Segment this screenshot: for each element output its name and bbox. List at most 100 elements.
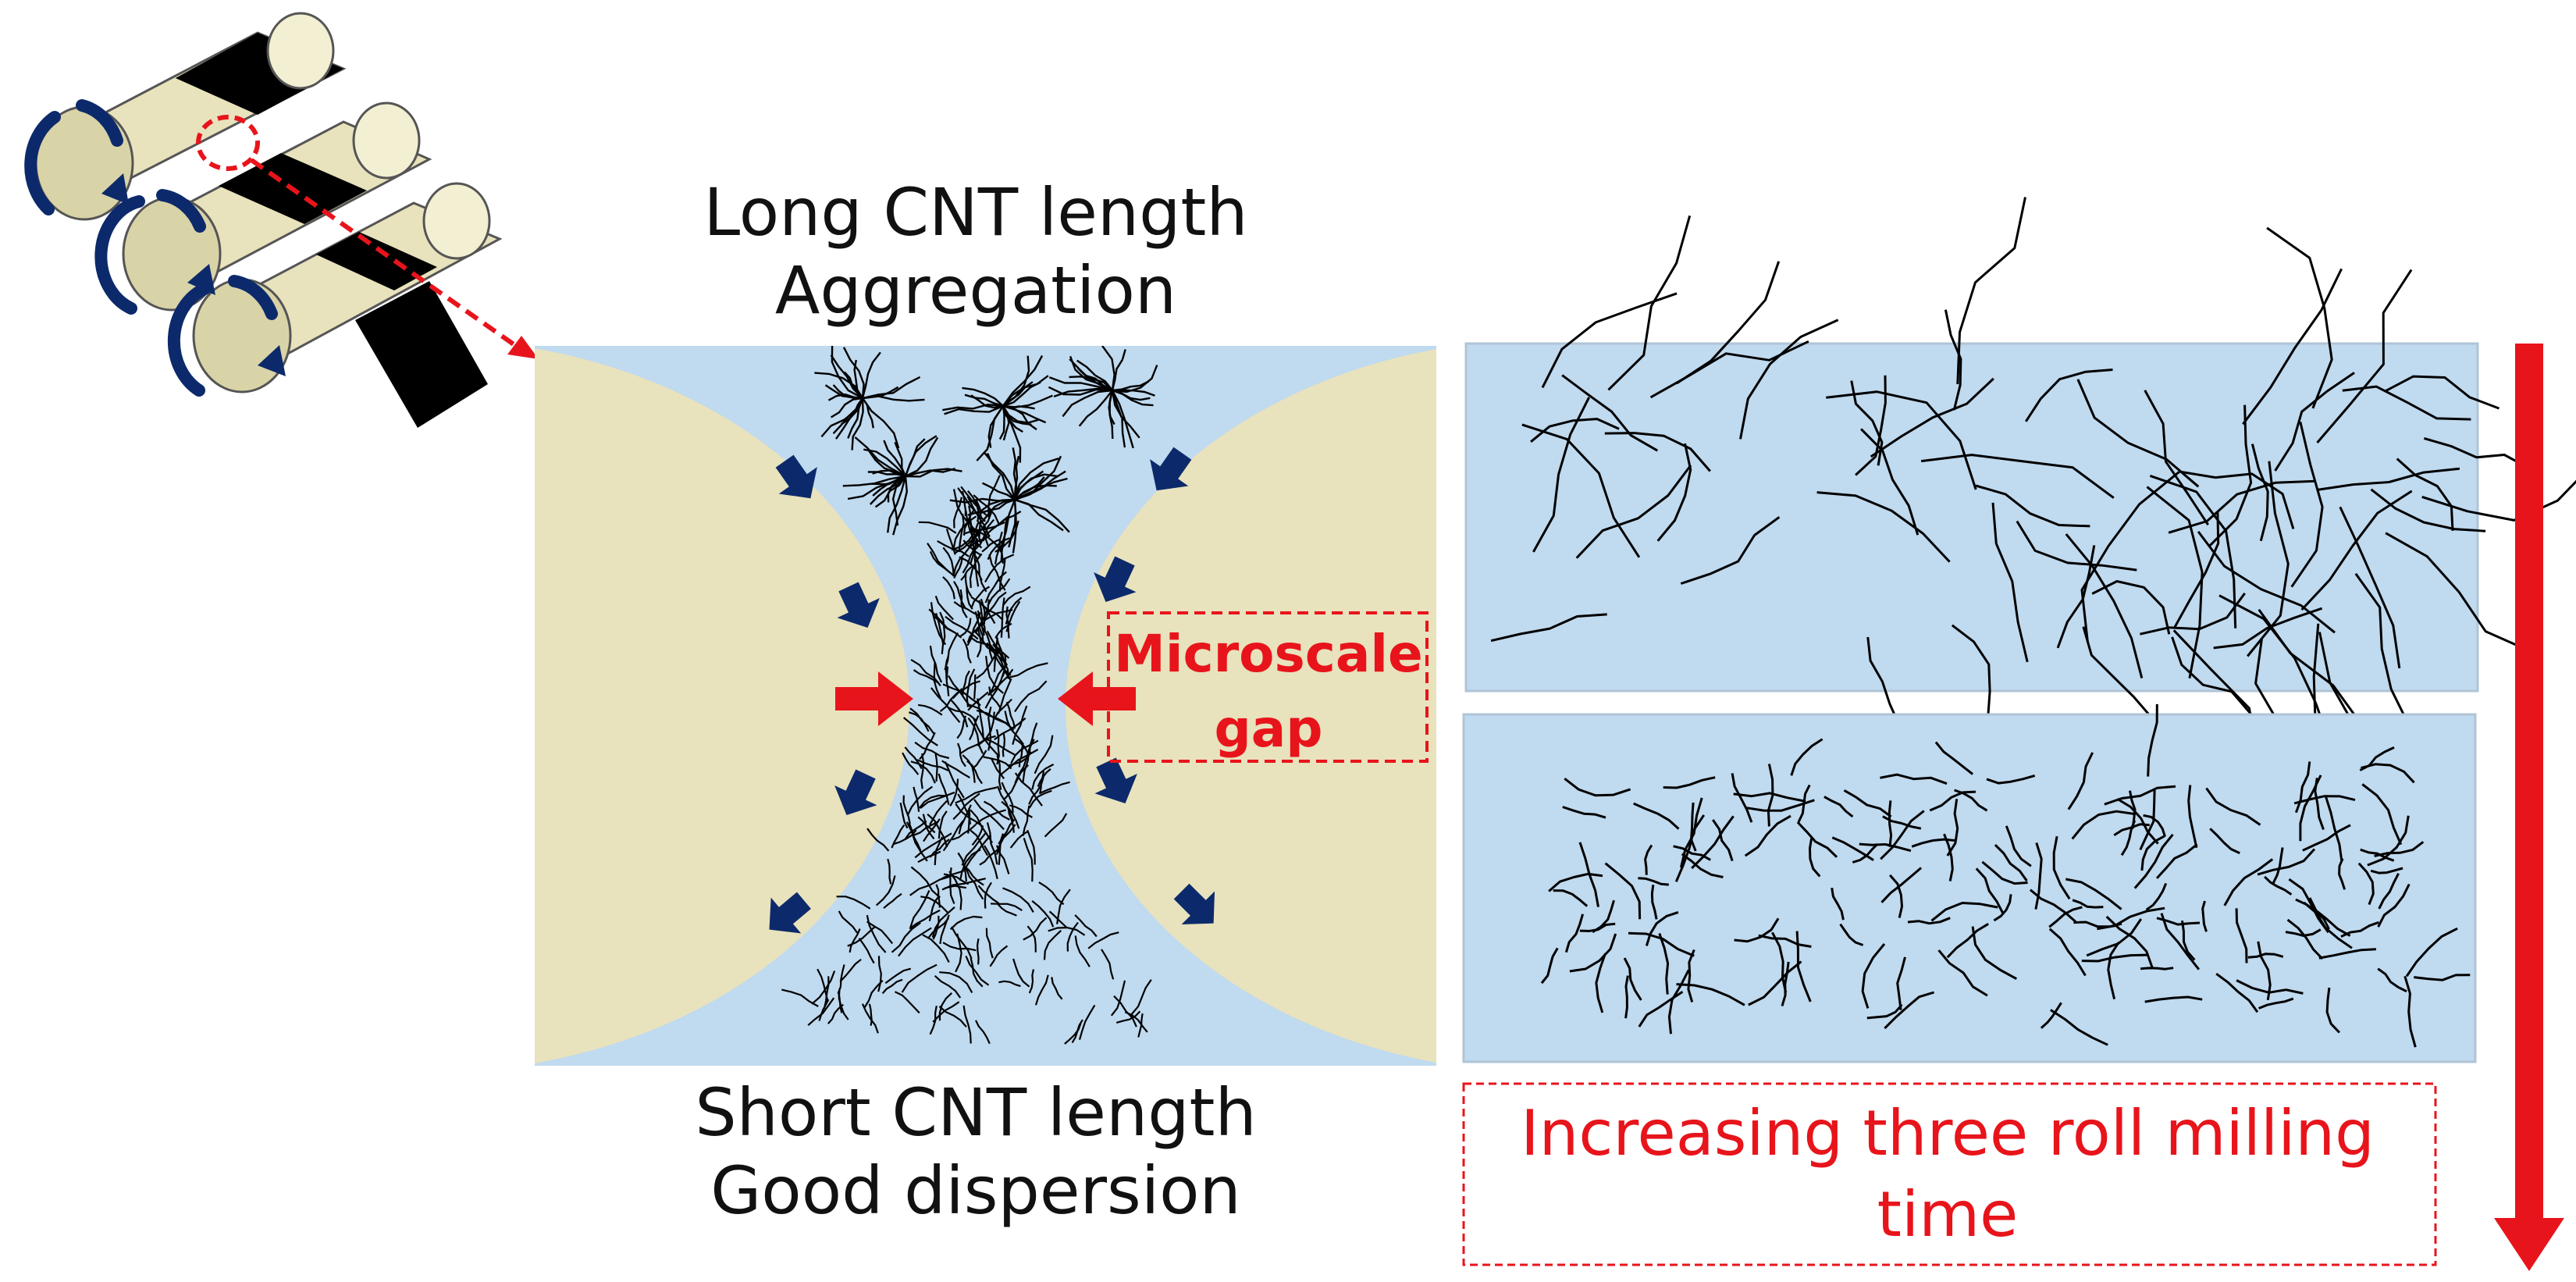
cnt-fragment: [965, 955, 990, 986]
cnt-fragment: [1043, 929, 1062, 960]
cnt-fragment: [942, 576, 955, 600]
cnt-aggregate: [1078, 390, 1113, 427]
cnt-fragment: [1007, 807, 1015, 833]
cnt-aggregate: [862, 397, 900, 449]
short-cnt: [1548, 872, 1603, 892]
cnt-fragment: [977, 711, 995, 747]
short-cnt: [1676, 983, 1745, 1006]
cnt-aggregate: [841, 397, 863, 426]
long-cnt: [1541, 292, 1678, 389]
cnt-aggregate: [1002, 405, 1022, 463]
zoom-leader-arrowhead: [507, 336, 539, 359]
long-cnt: [1816, 491, 1951, 563]
cnt-fragment: [962, 540, 981, 556]
cnt-fragment: [1038, 881, 1065, 906]
short-cnt: [1633, 802, 1680, 830]
cnt-fragment: [910, 658, 941, 687]
cnt-fragment: [1034, 974, 1049, 1006]
three-roll-mill: [24, 12, 539, 428]
long-cnt: [2274, 372, 2355, 472]
cnt-fragment: [959, 589, 968, 618]
flow-arrow-icon: [1173, 883, 1215, 925]
cnt-fragment: [997, 903, 1017, 917]
cnt-fragment: [1078, 1004, 1096, 1041]
long-cnt: [1975, 484, 2090, 528]
short-cnt: [2361, 783, 2403, 846]
cnt-fragment: [1130, 979, 1152, 1015]
left-roll-section: [535, 348, 909, 1063]
cnt-fragment: [981, 626, 994, 661]
cnt-fragment: [952, 792, 980, 821]
cnt-fragment: [962, 754, 976, 783]
cnt-fragment: [952, 545, 971, 576]
cnt-fragment: [986, 822, 998, 865]
short-cnt: [1930, 902, 1998, 922]
short-cnt: [2065, 878, 2122, 910]
cnt-aggregate: [980, 498, 1016, 514]
short-cnt: [1562, 806, 1606, 819]
cnt-fragment: [863, 980, 884, 1009]
short-cnt: [1888, 874, 1903, 918]
long-cnt: [1860, 428, 1920, 536]
cnt-aggregate: [869, 475, 906, 505]
short-cnt: [2370, 867, 2403, 874]
short-cnt: [1907, 917, 1951, 925]
short-cnt: [1604, 862, 1642, 920]
short-cnt: [2129, 790, 2137, 829]
cnt-fragment: [958, 513, 965, 552]
short-cnt: [2048, 906, 2083, 928]
long-cnt: [2168, 479, 2316, 534]
short-cnt: [1680, 797, 1703, 868]
cnt-fragment: [997, 678, 1012, 714]
cnt-fragment: [948, 707, 977, 721]
long-cnt: [2065, 533, 2144, 678]
long-cnt: [1521, 423, 1641, 558]
cnt-aggregate: [962, 386, 1004, 407]
cnt-aggregate: [832, 384, 863, 400]
cnt-aggregate: [867, 471, 906, 478]
long-cnt: [2385, 532, 2530, 652]
flow-arrow-icon: [1150, 447, 1192, 491]
short-cnt: [2105, 915, 2154, 969]
cnt-fragment: [1028, 776, 1044, 805]
cnt-fragment: [906, 821, 928, 862]
time-label-box: [1462, 1082, 2437, 1266]
cnt-fragment: [952, 489, 968, 522]
short-cnt: [2140, 967, 2174, 970]
microscale-gap-label: Microscale gap: [1112, 617, 1425, 767]
cnt-fragment: [1115, 1010, 1141, 1024]
short-cnt: [1943, 833, 1954, 881]
cnt-fragment: [987, 537, 1011, 561]
cnt-fragment: [919, 794, 947, 809]
cnt-fragment: [973, 494, 1000, 525]
cnt-fragment: [858, 938, 875, 964]
cnt-fragment: [818, 999, 830, 1021]
short-cnt: [2264, 875, 2293, 896]
cnt-fragment: [838, 988, 843, 1013]
cnt-fragment: [1031, 764, 1055, 790]
cnt-fragment: [984, 591, 1007, 622]
cnt-fragment: [1028, 789, 1052, 809]
flow-arrow-icon: [837, 582, 880, 629]
long-cnt: [1826, 390, 1977, 490]
cnt-fragment: [938, 1006, 967, 1027]
cnt-fragment: [1056, 888, 1071, 924]
long-cnt: [2179, 470, 2295, 529]
short-cnt: [1809, 838, 1821, 878]
cnt-fragment: [976, 626, 982, 658]
cnt-fragment: [930, 602, 947, 646]
cnt-fragment: [904, 820, 927, 840]
short-cnt: [2235, 908, 2248, 963]
cnt-fragment: [910, 866, 941, 899]
long-cnt: [1532, 397, 1591, 553]
short-cnt: [1624, 975, 1629, 1019]
cnt-fragment: [1022, 739, 1035, 783]
short-cnt: [2325, 796, 2343, 861]
short-cnt: [1880, 810, 1925, 860]
short-cnt-panel: [1462, 703, 2477, 1063]
cnt-fragment: [988, 686, 1002, 709]
short-cnt: [1687, 949, 1695, 1002]
long-cnt: [1944, 309, 1962, 411]
microscale-gap-label-line2: gap: [1214, 699, 1323, 759]
